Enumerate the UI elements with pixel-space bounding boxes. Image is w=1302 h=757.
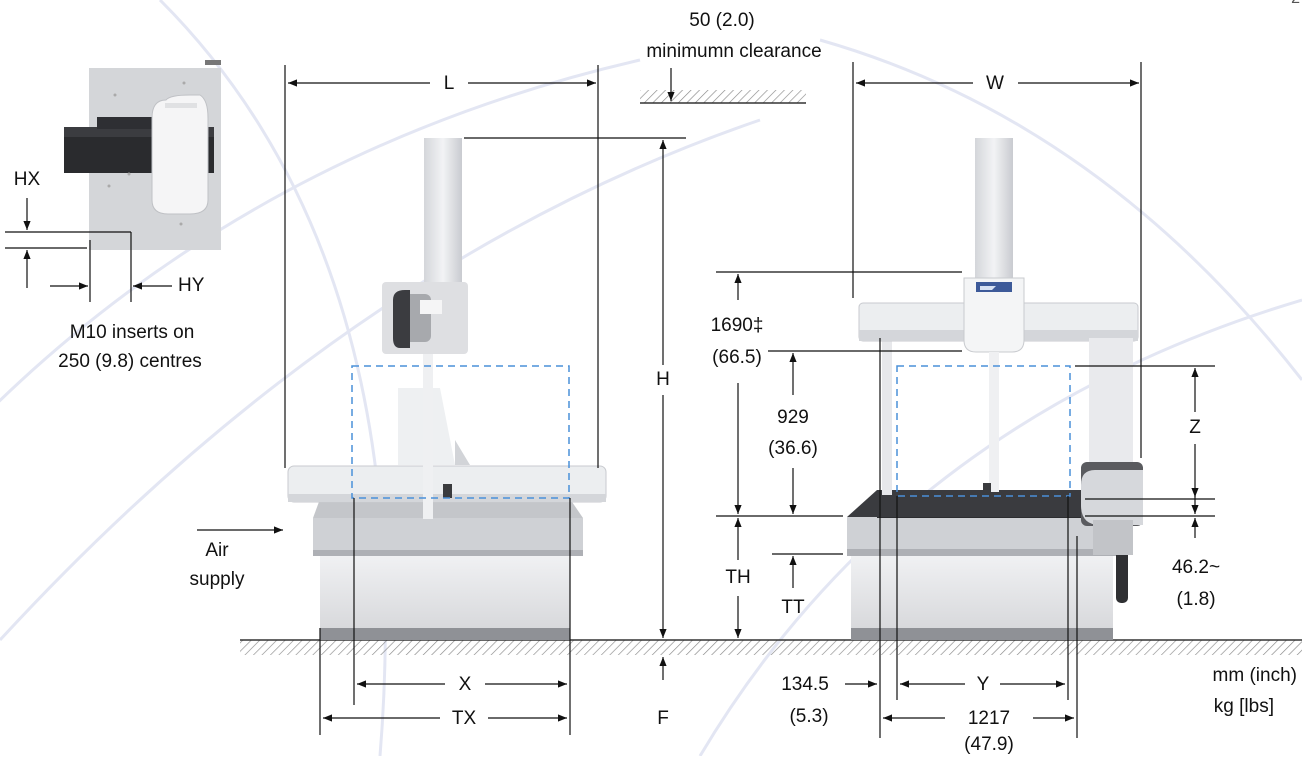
air-supply-line1: Air: [205, 540, 229, 561]
dim-1217-inch-label: (47.9): [964, 734, 1014, 755]
dim-134-label: 134.5: [781, 674, 829, 695]
cmm-side-view: [287, 138, 607, 640]
page-number: 2: [1291, 0, 1300, 8]
height-929-inch-label: (36.6): [768, 438, 818, 459]
x-travel-label: X: [458, 674, 472, 695]
units-line1: mm (inch): [1212, 665, 1297, 686]
dim-134-inch-label: (5.3): [789, 706, 829, 727]
clearance-46-label: 46.2~: [1171, 557, 1221, 578]
dimension-lines: [5, 62, 1215, 738]
table-detail-view: [64, 60, 221, 250]
measuring-volume-left: [351, 365, 570, 499]
cmm-front-view: [847, 138, 1143, 640]
f-label: F: [657, 708, 669, 729]
height-label: H: [656, 369, 670, 390]
width-label: W: [986, 73, 1004, 94]
inserts-line2: 250 (9.8) centres: [58, 351, 202, 372]
height-929-label: 929: [777, 407, 809, 428]
tt-label: TT: [781, 597, 805, 618]
height-1690-inch-label: (66.5): [712, 347, 762, 368]
inserts-line1: M10 inserts on: [69, 322, 195, 343]
tx-label: TX: [451, 708, 477, 729]
hy-label: HY: [178, 275, 205, 296]
hx-label: HX: [13, 169, 41, 190]
th-label: TH: [725, 567, 751, 588]
floor-hatch: [240, 639, 1302, 655]
clearance-text: minimumn clearance: [646, 41, 822, 62]
units-line2: kg [lbs]: [1213, 696, 1274, 717]
height-1690-label: 1690‡: [710, 315, 764, 336]
ceiling-hatch: [640, 90, 806, 103]
length-label: L: [443, 73, 455, 94]
clearance-value: 50 (2.0): [689, 10, 755, 31]
measuring-volume-right: [896, 365, 1071, 497]
clearance-46-inch-label: (1.8): [1176, 589, 1216, 610]
z-label: Z: [1189, 417, 1201, 438]
dim-1217-label: 1217: [967, 708, 1011, 729]
air-supply-line2: supply: [189, 569, 245, 590]
y-travel-label: Y: [976, 674, 990, 695]
